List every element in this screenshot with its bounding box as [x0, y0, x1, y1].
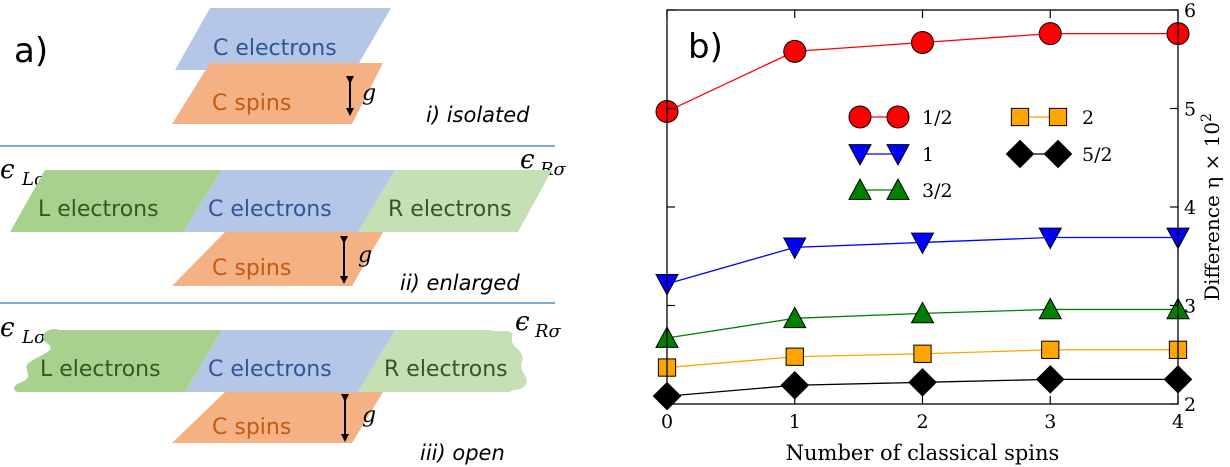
x-tick-label: 0 — [661, 411, 673, 433]
data-point — [913, 344, 932, 363]
scheme-caption: i) isolated — [426, 103, 530, 127]
y-tick-label: 3 — [1184, 296, 1196, 318]
legend-marker — [848, 177, 872, 200]
c-spins-label: C spins — [212, 91, 291, 116]
legend-marker — [1048, 107, 1068, 127]
data-point — [782, 237, 807, 260]
y-tick-label: 5 — [1184, 99, 1196, 121]
panel-a-label: a) — [14, 31, 48, 71]
c-spins-label: C spins — [212, 256, 291, 281]
c-electrons-layer — [175, 8, 391, 70]
data-point — [908, 368, 937, 397]
legend-marker — [886, 105, 910, 129]
series-markers — [652, 22, 1193, 411]
legend: 1/2 1 3/2 2 5/2 — [848, 105, 1113, 202]
panel-a: a) C electrons C spins g i) isolated ϵ L… — [0, 8, 567, 465]
y-axis-label: Difference η × 102 — [1199, 113, 1224, 301]
legend-label: 5/2 — [1082, 144, 1113, 166]
legend-label: 1 — [922, 144, 934, 166]
c-electrons-label: C electrons — [213, 36, 337, 61]
l-electrons-label: L electrons — [40, 357, 161, 382]
data-point — [785, 347, 804, 366]
c-spins-label: C spins — [212, 415, 291, 440]
c-electrons-layer — [185, 330, 395, 392]
x-tick-label: 1 — [789, 411, 801, 433]
c-electrons-layer — [183, 170, 395, 232]
scheme-open: ϵ Lσ ϵ Rσ L electrons C electrons R elec… — [0, 307, 562, 465]
y-axis-label-main: Difference η × 10 — [1200, 122, 1224, 301]
coupling-symbol: g — [362, 81, 376, 106]
legend-marker — [848, 144, 872, 167]
y-tick-label: 4 — [1184, 197, 1196, 219]
data-point — [1038, 297, 1063, 320]
scheme-caption: ii) enlarged — [400, 271, 520, 295]
c-electrons-label: C electrons — [208, 357, 332, 382]
legend-marker — [886, 177, 910, 200]
panel-b-label: b) — [688, 27, 723, 67]
lead-epsilon-right: ϵ — [520, 145, 535, 175]
series-lines — [666, 32, 1178, 397]
x-axis-label: Number of classical spins — [786, 441, 1060, 465]
scheme-caption: iii) open — [420, 441, 505, 465]
data-point — [911, 31, 934, 55]
y-tick-label: 2 — [1184, 394, 1196, 416]
coupling-symbol: g — [358, 243, 372, 268]
legend-label: 3/2 — [922, 180, 953, 202]
c-spins-layer — [172, 392, 383, 443]
c-spins-layer — [172, 232, 383, 286]
lead-epsilon-left-sub: Lσ — [21, 327, 47, 348]
data-point — [1035, 365, 1065, 394]
r-electrons-layer — [358, 170, 552, 232]
legend-label: 2 — [1082, 107, 1094, 129]
legend-marker — [1005, 139, 1035, 169]
l-electrons-layer — [14, 329, 222, 392]
x-tick-label: 4 — [1172, 411, 1184, 433]
lead-epsilon-right-sub: Rσ — [534, 321, 562, 342]
y-axis-label-group: Difference η × 102 — [1199, 113, 1224, 301]
data-point — [783, 39, 807, 63]
scheme-enlarged: ϵ Lσ ϵ Rσ L electrons C electrons R elec… — [0, 145, 567, 295]
legend-marker — [1010, 107, 1030, 127]
data-point — [1038, 227, 1063, 250]
y-axis-label-exponent: 2 — [1199, 113, 1215, 122]
legend-marker — [886, 144, 910, 167]
r-electrons-label: R electrons — [384, 357, 508, 382]
scheme-isolated: C electrons C spins g i) isolated — [172, 8, 530, 127]
data-point — [910, 232, 935, 255]
c-electrons-label: C electrons — [208, 197, 332, 222]
data-point — [910, 301, 935, 324]
coupling-symbol: g — [362, 403, 376, 428]
data-point — [1038, 22, 1062, 46]
y-tick-label: 6 — [1184, 0, 1196, 22]
x-tick-label: 2 — [916, 411, 928, 433]
c-spins-layer — [172, 63, 383, 124]
l-electrons-label: L electrons — [38, 197, 159, 222]
data-point — [782, 306, 807, 329]
legend-marker — [1043, 139, 1073, 169]
r-electrons-label: R electrons — [388, 197, 512, 222]
l-electrons-layer — [10, 170, 222, 232]
r-electrons-layer — [358, 330, 527, 392]
legend-marker — [848, 105, 872, 129]
lead-epsilon-left: ϵ — [0, 155, 15, 185]
legend-label: 1/2 — [922, 107, 953, 129]
data-point — [1041, 340, 1060, 359]
lead-epsilon-right: ϵ — [515, 307, 530, 337]
lead-epsilon-left: ϵ — [0, 313, 15, 343]
data-point — [780, 370, 810, 400]
x-tick-label: 3 — [1044, 411, 1056, 433]
